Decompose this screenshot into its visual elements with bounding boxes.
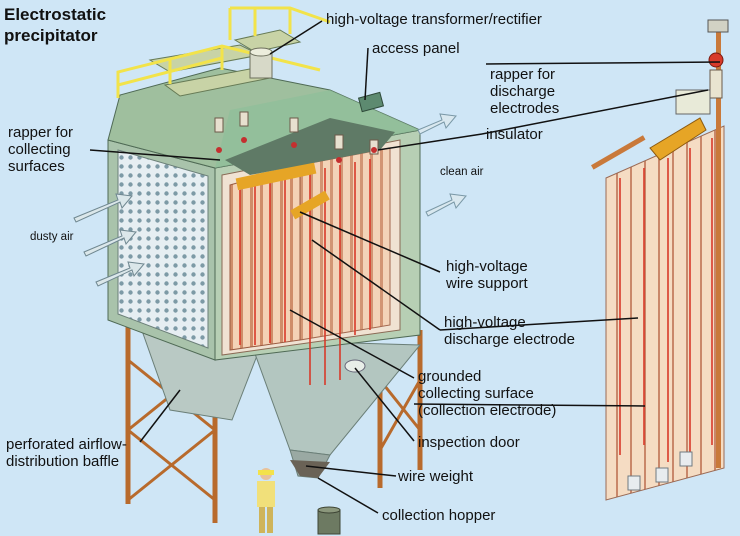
label-collecting-surface: grounded collecting surface (collection … [418, 368, 556, 419]
label-wire-support-line-2: wire support [446, 275, 528, 292]
label-collecting-surface-line-3: (collection electrode) [418, 402, 557, 419]
label-baffle-line-2: distribution baffle [6, 453, 120, 470]
wire-support-bar [235, 161, 317, 191]
label-clean-air: clean air [440, 166, 484, 178]
dusty-air-arrow-icon [73, 193, 145, 287]
label-rapper-collecting: rapper for collecting surfaces [8, 124, 73, 175]
label-collecting-surface-line-1: grounded [418, 368, 482, 385]
label-discharge-electrode: high-voltage discharge electrode [444, 314, 575, 348]
label-rapper-collecting-line-1: rapper for [8, 124, 74, 141]
label-collecting-surface-line-2: collecting surface [418, 385, 534, 402]
label-wire-support: high-voltage wire support [446, 258, 528, 292]
electrode-assembly [591, 19, 729, 501]
label-rapper-discharge: rapper for discharge electrodes [490, 66, 559, 117]
label-dusty-air: dusty air [30, 231, 74, 243]
worker-figure-icon [257, 468, 275, 533]
title-line-2: precipitator [4, 26, 98, 45]
label-baffle: perforated airflow- distribution baffle [6, 436, 127, 470]
label-baffle-line-1: perforated airflow- [6, 436, 127, 453]
label-discharge-electrode-line-2: discharge electrode [444, 331, 575, 348]
insulator-bracket [649, 117, 707, 161]
access-panel-hatch [357, 91, 385, 113]
label-wire-weight: wire weight [398, 468, 474, 485]
leader-lines [89, 20, 721, 514]
label-rapper-collecting-line-3: surfaces [8, 158, 65, 175]
label-access-panel: access panel [372, 40, 460, 57]
inspection-door [344, 359, 366, 373]
label-wire-support-line-1: high-voltage [446, 258, 528, 275]
title-line-1: Electrostatic [4, 5, 107, 24]
label-transformer: high-voltage transformer/rectifier [326, 11, 542, 28]
transformer-unit [249, 47, 273, 79]
label-rapper-discharge-line-2: discharge [490, 83, 556, 100]
label-collection-hopper: collection hopper [382, 507, 496, 524]
clean-air-arrow-icon [417, 113, 467, 217]
dust-pile [290, 460, 330, 478]
label-rapper-collecting-line-2: collecting [8, 141, 71, 158]
diagram-title: Electrostatic precipitator [4, 4, 106, 46]
label-insulator: insulator [486, 126, 543, 143]
label-discharge-electrode-line-1: high-voltage [444, 314, 526, 331]
label-rapper-discharge-line-1: rapper for [490, 66, 556, 83]
label-rapper-discharge-line-3: electrodes [490, 100, 560, 117]
label-inspection-door: inspection door [418, 434, 520, 451]
perforated-baffle [117, 149, 209, 349]
dust-barrel-icon [317, 506, 341, 535]
